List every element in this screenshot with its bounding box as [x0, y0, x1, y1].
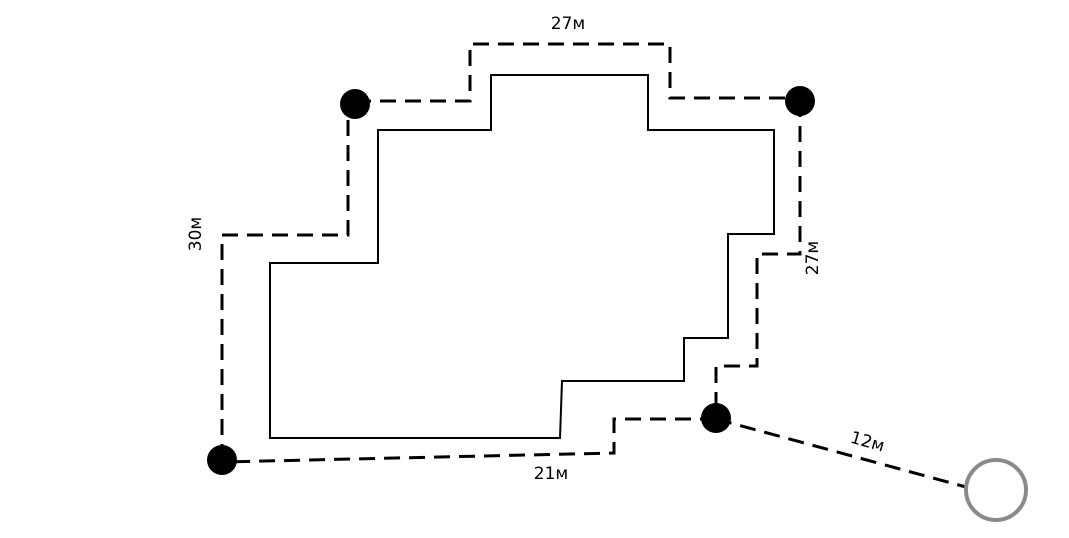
- node-top-left: [340, 89, 370, 119]
- label-branch: 12м: [848, 428, 887, 457]
- node-hollow: [964, 458, 1028, 522]
- label-top: 27м: [551, 14, 585, 34]
- label-bottom: 21м: [534, 464, 568, 484]
- dashed-route-bottom: [221, 417, 716, 464]
- dashed-route-top: [355, 42, 800, 103]
- node-bottom-right: [701, 403, 731, 433]
- label-right: 27м: [803, 241, 823, 275]
- node-bottom-left: [207, 445, 237, 475]
- node-top-right: [785, 86, 815, 116]
- dashed-route-branch: [715, 417, 967, 489]
- label-left: 30м: [186, 217, 206, 251]
- dashed-route-left: [220, 103, 350, 460]
- dashed-route-right: [714, 101, 802, 416]
- building-outline: [269, 74, 775, 439]
